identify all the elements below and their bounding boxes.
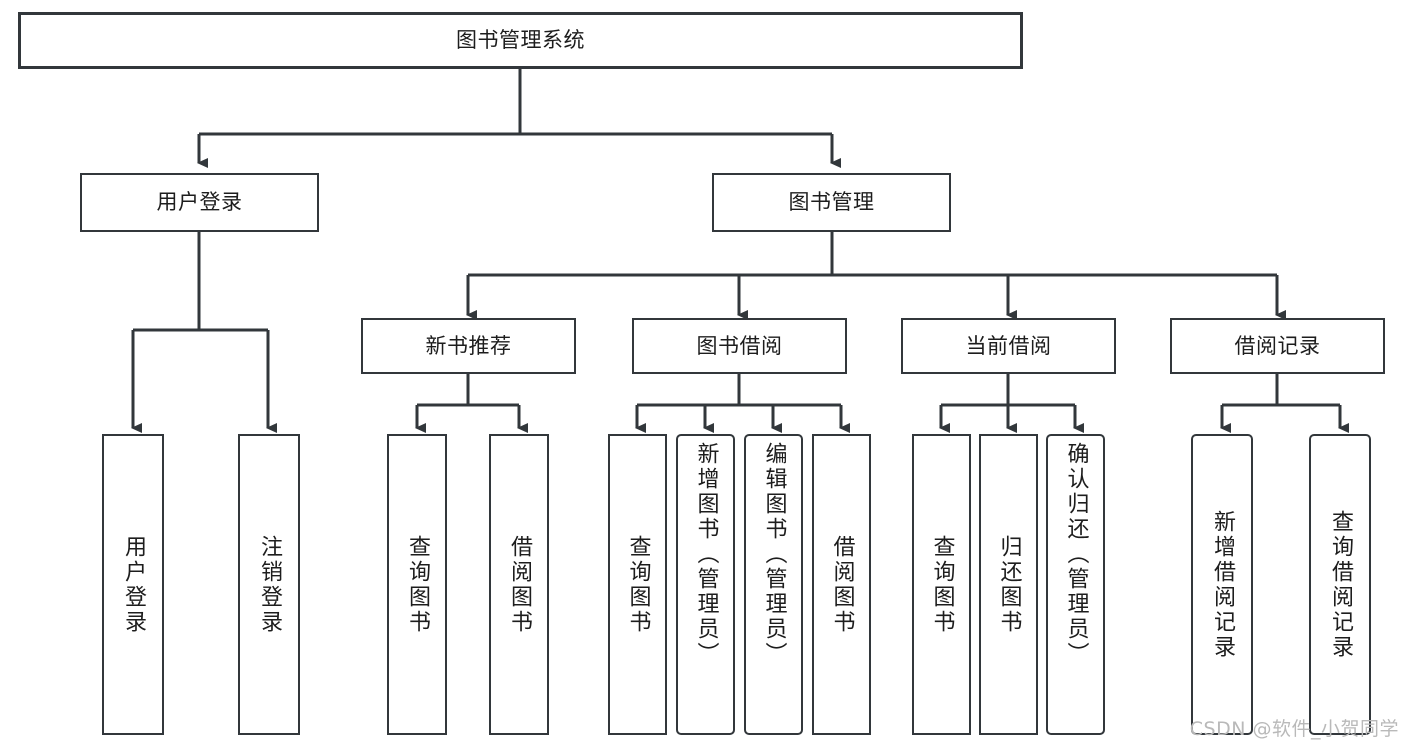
- node-leaf-add-record-label: 新增借阅记录: [1209, 509, 1235, 660]
- node-book-manage-label: 图书管理: [788, 190, 875, 215]
- node-leaf-query-book-1[interactable]: 查询图书: [387, 434, 447, 735]
- node-new-book-rec[interactable]: 新书推荐: [361, 318, 576, 374]
- csdn-watermark: CSDN @软件_小贺同学: [1189, 718, 1399, 740]
- node-new-book-rec-label: 新书推荐: [425, 333, 512, 358]
- node-book-borrow-label: 图书借阅: [696, 333, 783, 358]
- node-leaf-logout-login-label: 注销登录: [256, 534, 282, 635]
- node-leaf-return-book-label: 归还图书: [996, 534, 1022, 635]
- node-leaf-borrow-book-2-label: 借阅图书: [829, 534, 855, 635]
- node-leaf-edit-book[interactable]: 编辑图书（管理员）: [744, 434, 803, 735]
- node-leaf-logout-login[interactable]: 注销登录: [238, 434, 300, 735]
- node-leaf-add-book[interactable]: 新增图书（管理员）: [676, 434, 735, 735]
- node-leaf-add-record[interactable]: 新增借阅记录: [1191, 434, 1253, 735]
- node-user-login-label: 用户登录: [156, 190, 243, 215]
- node-book-manage[interactable]: 图书管理: [712, 173, 951, 232]
- node-leaf-query-book-1-label: 查询图书: [404, 534, 430, 635]
- node-leaf-confirm-return-label: 确认归还（管理员）: [1063, 442, 1089, 667]
- node-leaf-borrow-book-2[interactable]: 借阅图书: [812, 434, 871, 735]
- node-borrow-record-label: 借阅记录: [1234, 333, 1321, 358]
- node-current-borrow-label: 当前借阅: [965, 333, 1052, 358]
- node-user-login[interactable]: 用户登录: [80, 173, 319, 232]
- node-leaf-query-record[interactable]: 查询借阅记录: [1309, 434, 1371, 735]
- node-leaf-query-book-3[interactable]: 查询图书: [912, 434, 971, 735]
- node-current-borrow[interactable]: 当前借阅: [901, 318, 1116, 374]
- node-leaf-user-login[interactable]: 用户登录: [102, 434, 164, 735]
- node-root[interactable]: 图书管理系统: [18, 12, 1023, 69]
- node-leaf-edit-book-label: 编辑图书（管理员）: [761, 442, 787, 667]
- node-leaf-borrow-book-1[interactable]: 借阅图书: [489, 434, 549, 735]
- node-borrow-record[interactable]: 借阅记录: [1170, 318, 1385, 374]
- node-book-borrow[interactable]: 图书借阅: [632, 318, 847, 374]
- node-leaf-borrow-book-1-label: 借阅图书: [506, 534, 532, 635]
- node-leaf-user-login-label: 用户登录: [120, 534, 146, 635]
- node-leaf-query-book-2-label: 查询图书: [625, 534, 651, 635]
- node-root-label: 图书管理系统: [456, 28, 585, 53]
- node-leaf-add-book-label: 新增图书（管理员）: [693, 442, 719, 667]
- node-leaf-confirm-return[interactable]: 确认归还（管理员）: [1046, 434, 1105, 735]
- node-leaf-query-book-2[interactable]: 查询图书: [608, 434, 667, 735]
- node-leaf-query-record-label: 查询借阅记录: [1327, 509, 1353, 660]
- node-leaf-query-book-3-label: 查询图书: [929, 534, 955, 635]
- node-leaf-return-book[interactable]: 归还图书: [979, 434, 1038, 735]
